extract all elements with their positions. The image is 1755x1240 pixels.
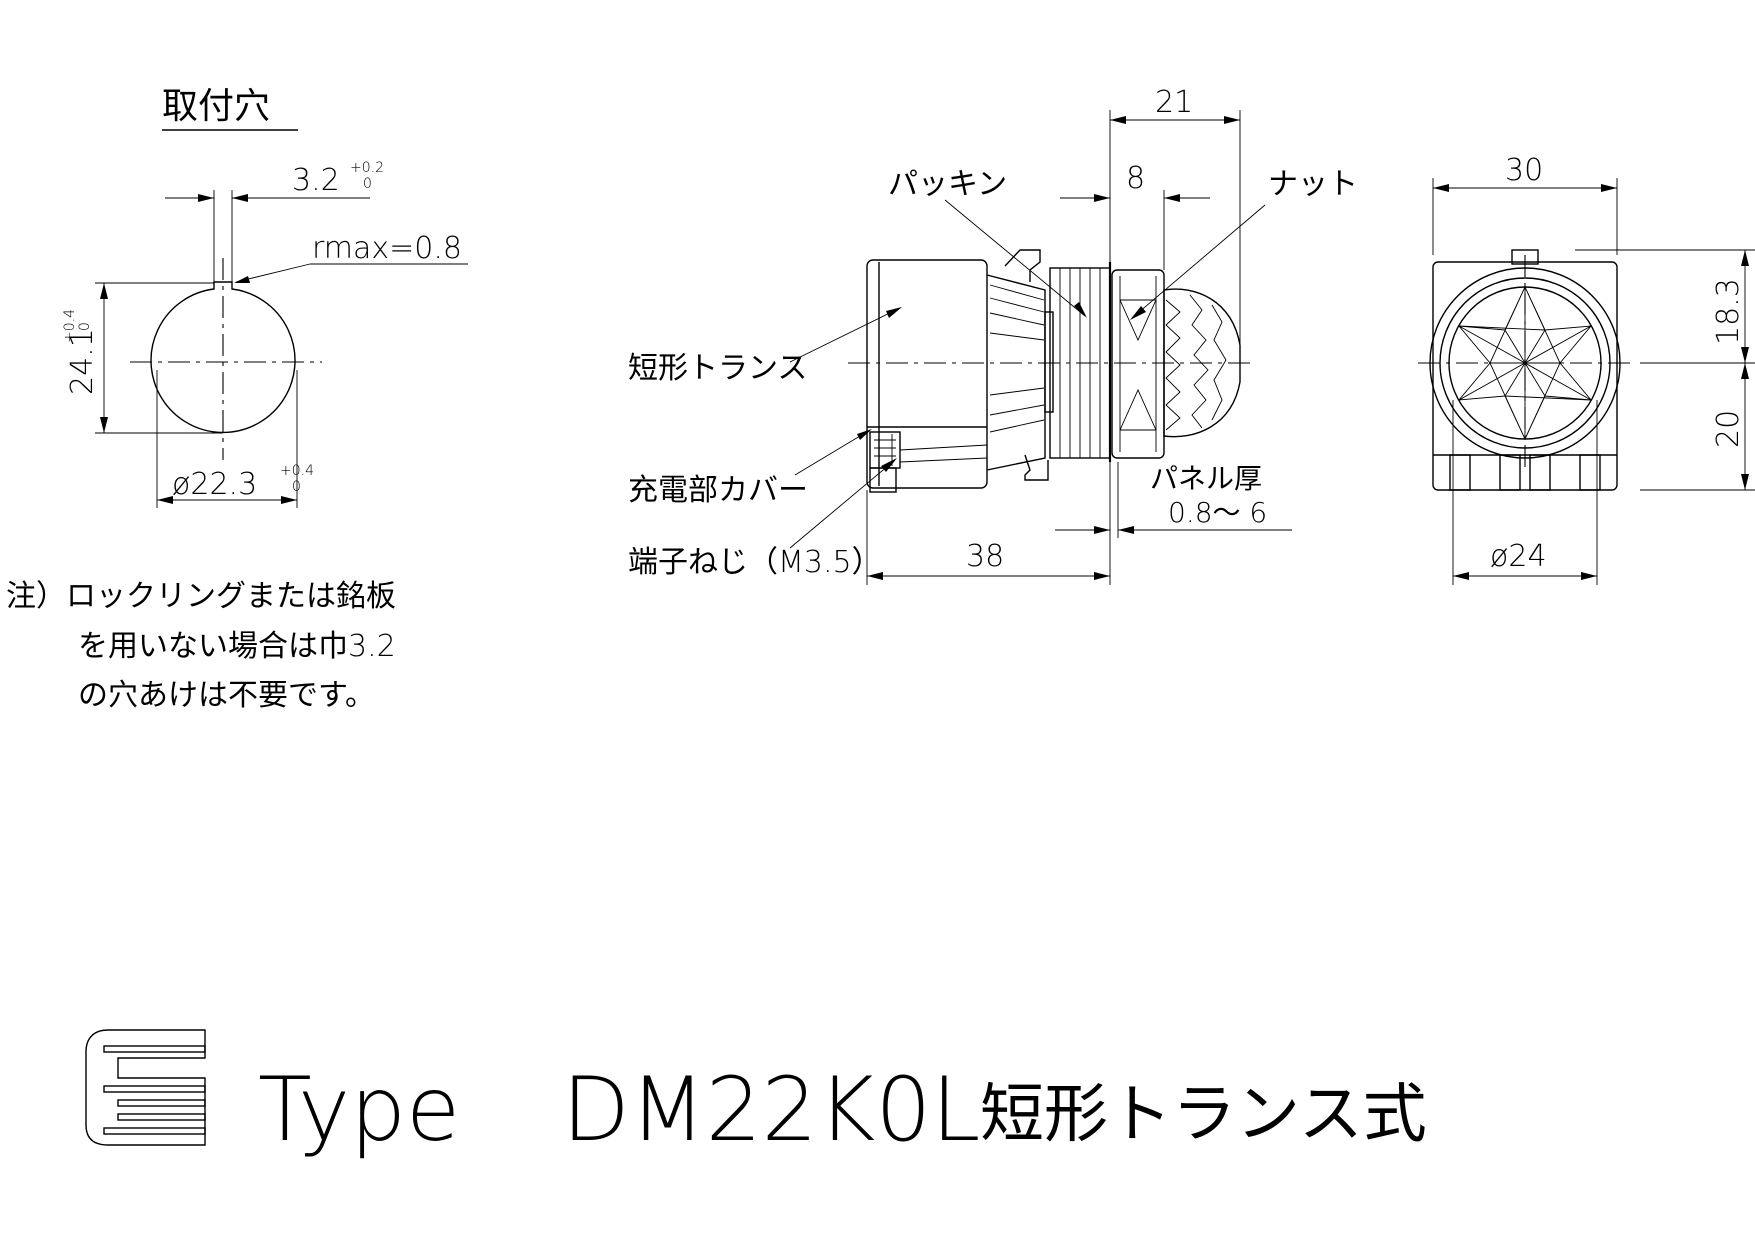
arrowhead (232, 194, 248, 202)
company-logo (85, 1029, 206, 1146)
arrowhead (1110, 116, 1126, 124)
height-tol-upper: +0.4 (62, 309, 78, 343)
dome-lens (1163, 288, 1241, 438)
arrowhead (1741, 347, 1749, 363)
note-line-1: 注）ロックリングまたは銘板 (6, 579, 396, 614)
diameter-tol-lower: 0 (292, 479, 301, 495)
model-name: DM22K0L (562, 1058, 980, 1161)
arrowhead (157, 496, 173, 504)
label-panel-range: 0.8～ 6 (1168, 496, 1267, 529)
rmax-label: rmax=0.8 (312, 231, 462, 266)
height-value: 24.1 (65, 328, 100, 395)
arrowhead (100, 417, 108, 433)
type-label: Type (258, 1058, 460, 1161)
model-suffix: 短形トランス式 (980, 1078, 1427, 1152)
dim-18-3: 18.3 (1711, 278, 1746, 345)
dim-8: 8 (1126, 161, 1145, 196)
title-block: Type DM22K0L 短形トランス式 (85, 1029, 1427, 1161)
dim-20: 20 (1711, 410, 1746, 448)
diameter-value: ø22.3 (172, 467, 257, 502)
arrowhead (881, 458, 897, 472)
note-line-2: を用いない場合は巾3.2 (78, 629, 396, 664)
dim-38: 38 (966, 539, 1004, 574)
fin (989, 387, 1045, 396)
fin (989, 419, 1045, 433)
transformer-body (866, 259, 988, 489)
height-tol-lower: 0 (77, 322, 93, 331)
arrowhead (1224, 116, 1240, 124)
arrowhead (1601, 184, 1617, 192)
fin (989, 284, 1045, 301)
label-cover: 充電部カバー (628, 473, 808, 508)
leader-line (789, 307, 901, 363)
packing-gasket (1044, 311, 1054, 413)
leader-line (789, 459, 896, 549)
label-packing: パッキン (888, 167, 1007, 202)
leader-line (1131, 204, 1266, 319)
arrowhead (1164, 194, 1180, 202)
arrowhead (1433, 184, 1449, 192)
fin (989, 404, 1045, 416)
front-terminal (1449, 454, 1471, 491)
fin (989, 312, 1045, 326)
arrowhead (1118, 526, 1134, 534)
mounting-hole-view: 取付穴 3.2 +0.2 0 rmax=0.8 24.1 +0.4 0 (62, 86, 468, 508)
key-width-tol-upper: +0.2 (350, 160, 384, 176)
lead-line (899, 444, 988, 451)
arrowhead (857, 429, 872, 440)
dim-30: 30 (1505, 153, 1543, 188)
key-width-value: 3.2 (292, 163, 340, 198)
hole-outline (150, 281, 296, 434)
front-terminal (1579, 454, 1601, 491)
arrowhead (1094, 572, 1110, 580)
label-screw: 端子ねじ（M3.5） (628, 545, 882, 580)
key-width-tol-lower: 0 (363, 176, 372, 192)
arrowhead (1741, 363, 1749, 379)
front-view: 30 18.3 20 ø24 (1418, 153, 1755, 585)
dim-dia24: ø24 (1490, 539, 1547, 574)
arrowhead (886, 307, 902, 318)
bottom-clip (1024, 454, 1049, 481)
diameter-tol-upper: +0.4 (280, 463, 314, 479)
arrowhead (1581, 572, 1597, 580)
label-transformer: 短形トランス (628, 351, 807, 386)
lead-line (899, 457, 988, 463)
arrowhead (1453, 572, 1469, 580)
front-terminal (1499, 454, 1521, 491)
leader-line (944, 199, 1086, 317)
arrowhead (1074, 302, 1087, 318)
arrowhead (1130, 306, 1146, 320)
hole-title: 取付穴 (162, 86, 270, 127)
arrowhead (1741, 250, 1749, 266)
dim-21: 21 (1155, 85, 1193, 120)
note-line-3: の穴あけは不要です。 (78, 678, 375, 713)
side-view: 21 8 38 パネル厚 0.8～ 6 パッキン ナット 短形トランス (628, 85, 1358, 585)
leader-line (794, 429, 871, 476)
front-terminal (1529, 454, 1551, 491)
arrowhead (281, 496, 297, 504)
arrowhead (867, 572, 883, 580)
nut-facet (1119, 299, 1157, 431)
arrowhead (1741, 474, 1749, 490)
label-nut: ナット (1268, 167, 1358, 202)
arrowhead (100, 283, 108, 299)
arrowhead (1094, 526, 1110, 534)
fin (989, 332, 1045, 341)
neck-outline (986, 274, 1046, 471)
arrowhead (1094, 194, 1110, 202)
top-clip (1004, 249, 1041, 282)
terminal-cover (869, 431, 901, 469)
label-panel: パネル厚 (1150, 462, 1262, 495)
fin (989, 297, 1045, 313)
note-block: 注）ロックリングまたは銘板 を用いない場合は巾3.2 の穴あけは不要です。 (6, 579, 396, 713)
arrowhead (198, 194, 214, 202)
arrowhead (234, 276, 250, 283)
